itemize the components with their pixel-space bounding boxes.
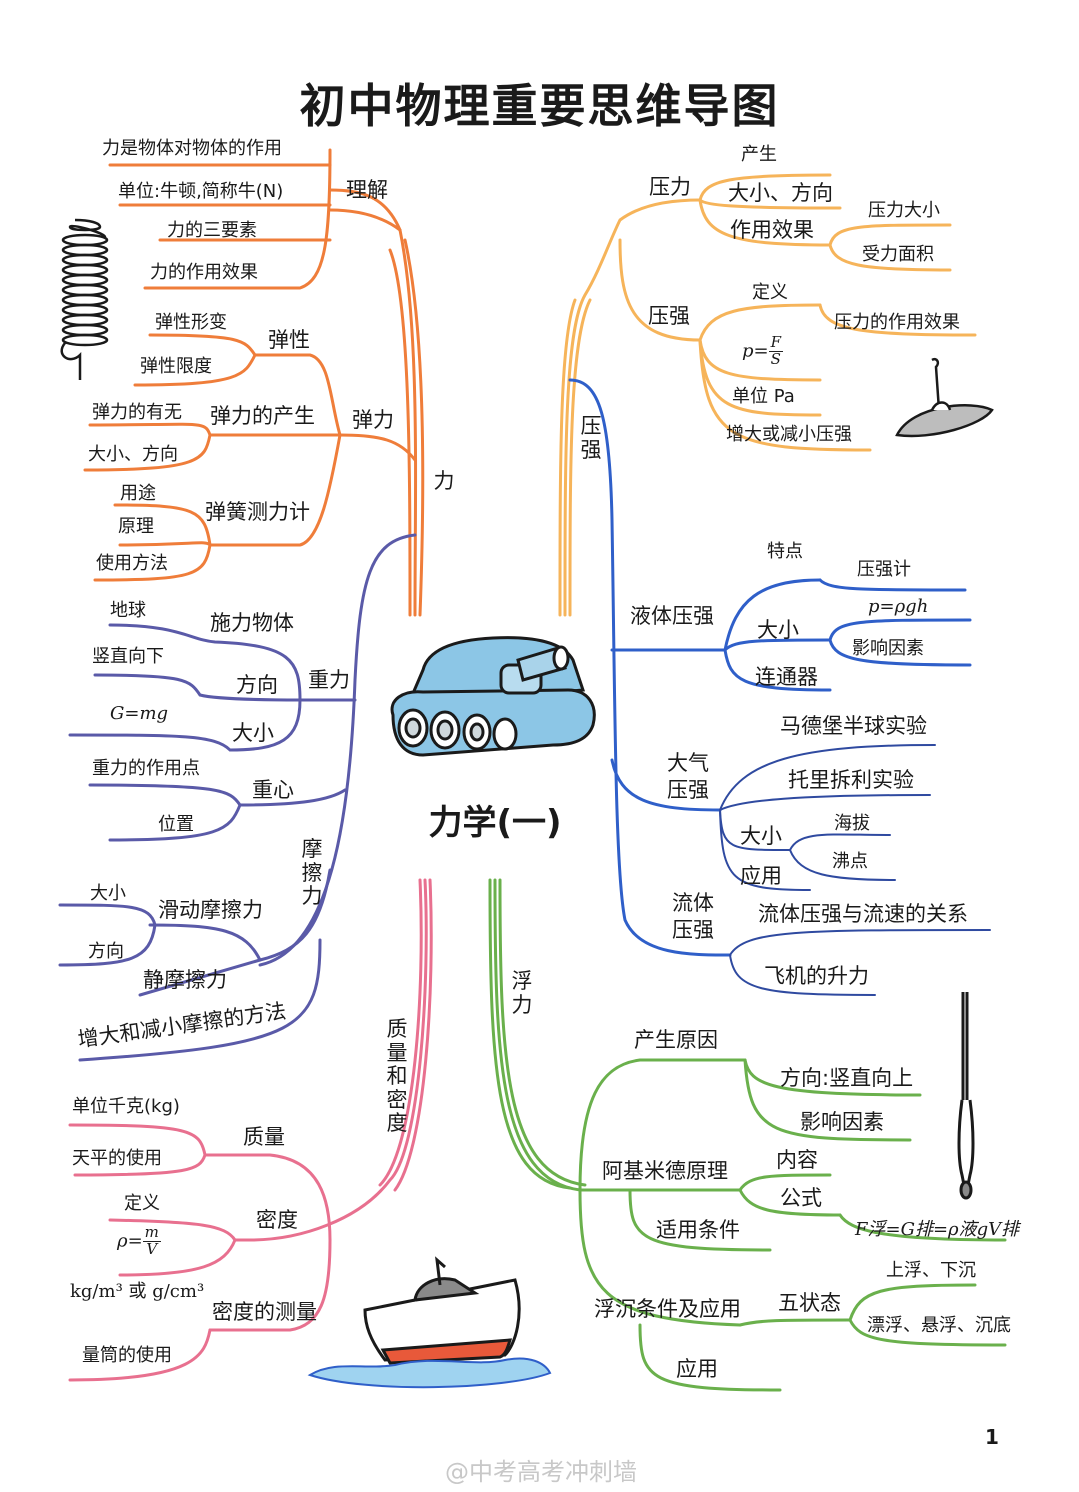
branch-pressure: 压强	[580, 414, 602, 462]
leaf-density-units: kg/m³ 或 g/cm³	[70, 1281, 205, 1302]
branch-force: 力	[433, 469, 455, 493]
leaf-spring-3: 使用方法	[96, 553, 168, 574]
leaf-atmos-size: 大小	[740, 824, 782, 848]
node-float-sink: 浮沉条件及应用	[594, 1297, 741, 1321]
leaf-elasticity-2: 弹性限度	[140, 356, 212, 377]
leaf-friction-size: 大小	[90, 883, 126, 904]
leaf-liquid-factors: 影响因素	[852, 638, 924, 659]
center-topic: 力学(一)	[428, 803, 562, 843]
leaf-press-1: 产生	[741, 144, 777, 165]
branch-mass-density: 质量和密度	[386, 1017, 408, 1136]
leaf-fluid-rel: 流体压强与流速的关系	[758, 902, 968, 926]
hydrometer-icon	[957, 992, 975, 1200]
leaf-understand-3: 力的三要素	[167, 220, 257, 241]
leaf-archimedes-formula-label: 公式	[780, 1186, 822, 1210]
tank-icon	[390, 636, 596, 757]
leaf-atmos-exp1: 马德堡半球实验	[780, 714, 927, 738]
leaf-press-3: 作用效果	[730, 218, 814, 242]
leaf-archimedes-formula: F浮=G排=ρ液gV排	[855, 1219, 1020, 1240]
leaf-downward: 竖直向下	[92, 646, 164, 667]
node-fluid-1: 流体	[672, 891, 714, 915]
node-elastic-production: 弹力的产生	[210, 404, 315, 428]
leaf-production-2: 大小、方向	[88, 444, 178, 465]
node-buoyancy-cause: 产生原因	[634, 1028, 718, 1052]
node-atmos-2: 压强	[667, 778, 709, 802]
leaf-five-states: 五状态	[778, 1291, 841, 1315]
node-pressure-force: 压力	[649, 175, 691, 199]
node-gravity: 重力	[308, 668, 350, 692]
leaf-balance: 天平的使用	[72, 1148, 162, 1169]
node-static-friction: 静摩擦力	[143, 968, 227, 992]
node-sliding-friction: 滑动摩擦力	[158, 898, 263, 922]
leaf-earth: 地球	[110, 600, 146, 621]
leaf-cause-2: 影响因素	[800, 1110, 884, 1134]
leaf-liquid-formula: p=ρgh	[868, 596, 929, 617]
leaf-atmos-boiling: 沸点	[832, 851, 868, 872]
leaf-float-app: 应用	[676, 1357, 718, 1381]
leaf-spring-2: 原理	[118, 516, 154, 537]
leaf-understand-4: 力的作用效果	[150, 262, 258, 283]
leaf-cause-1: 方向:竖直向上	[780, 1066, 914, 1090]
leaf-effect-2: 受力面积	[862, 244, 934, 265]
leaf-cog-2: 位置	[158, 814, 194, 835]
leaf-atmos-app: 应用	[740, 864, 782, 888]
node-density-measure: 密度的测量	[212, 1300, 317, 1324]
leaf-atmos-altitude: 海拔	[834, 813, 870, 834]
leaf-effect-1: 压力大小	[868, 200, 940, 221]
leaf-press-2: 大小、方向	[728, 181, 833, 205]
node-friction: 摩擦力	[301, 837, 323, 909]
leaf-state-2: 漂浮、悬浮、沉底	[867, 1315, 1011, 1336]
node-pressure: 压强	[648, 304, 690, 328]
node-spring-scale: 弹簧测力计	[205, 500, 310, 524]
node-understand: 理解	[346, 178, 388, 202]
leaf-understand-2: 单位:牛顿,简称牛(N)	[118, 181, 284, 202]
leaf-fluid-lift: 飞机的升力	[764, 964, 869, 988]
spring-icon	[60, 218, 109, 380]
leaf-understand-1: 力是物体对物体的作用	[102, 138, 282, 159]
node-mass: 质量	[243, 1125, 285, 1149]
leaf-liquid-gauge: 压强计	[857, 559, 911, 580]
leaf-liquid-feature: 特点	[767, 541, 803, 562]
node-liquid-pressure: 液体压强	[630, 604, 714, 628]
leaf-atmos-exp2: 托里拆利实验	[788, 768, 914, 792]
ship-icon	[307, 1256, 552, 1389]
leaf-archimedes-content: 内容	[776, 1148, 818, 1172]
leaf-friction-direction: 方向	[88, 941, 124, 962]
node-direction: 方向	[236, 673, 278, 697]
leaf-archimedes-condition: 适用条件	[656, 1218, 740, 1242]
leaf-production-1: 弹力的有无	[92, 402, 182, 423]
leaf-mass-unit: 单位千克(kg)	[72, 1096, 180, 1117]
leaf-spring-1: 用途	[120, 483, 156, 504]
node-elasticity: 弹性	[268, 328, 310, 352]
node-density: 密度	[256, 1208, 298, 1232]
leaf-pressure-def-item: 压力的作用效果	[834, 312, 960, 333]
leaf-density-def: 定义	[124, 1193, 160, 1214]
leaf-elasticity-1: 弹性形变	[155, 312, 227, 333]
leaf-g-mg: G=mg	[110, 703, 169, 724]
leaf-connector: 连通器	[755, 665, 818, 689]
page-number: 1	[985, 1425, 999, 1449]
spinning-top-icon	[895, 358, 994, 438]
leaf-pressure-unit: 单位 Pa	[732, 386, 795, 407]
node-magnitude: 大小	[232, 721, 274, 745]
node-atmos-1: 大气	[667, 751, 709, 775]
leaf-liquid-size: 大小	[757, 618, 799, 642]
node-center-of-gravity: 重心	[252, 778, 294, 802]
leaf-cylinder: 量筒的使用	[82, 1345, 172, 1366]
leaf-pressure-change: 增大或减小压强	[726, 424, 852, 445]
branch-buoyancy: 浮力	[511, 969, 533, 1017]
node-archimedes: 阿基米德原理	[602, 1159, 728, 1183]
node-fluid-2: 压强	[672, 918, 714, 942]
leaf-pressure-def: 定义	[752, 282, 788, 303]
node-applier: 施力物体	[210, 611, 294, 635]
page-title: 初中物理重要思维导图	[299, 79, 780, 133]
leaf-state-1: 上浮、下沉	[886, 1260, 976, 1281]
node-elastic-force: 弹力	[352, 408, 394, 432]
leaf-cog-1: 重力的作用点	[92, 758, 200, 779]
watermark: @中考高考冲刺墙	[445, 1458, 637, 1486]
